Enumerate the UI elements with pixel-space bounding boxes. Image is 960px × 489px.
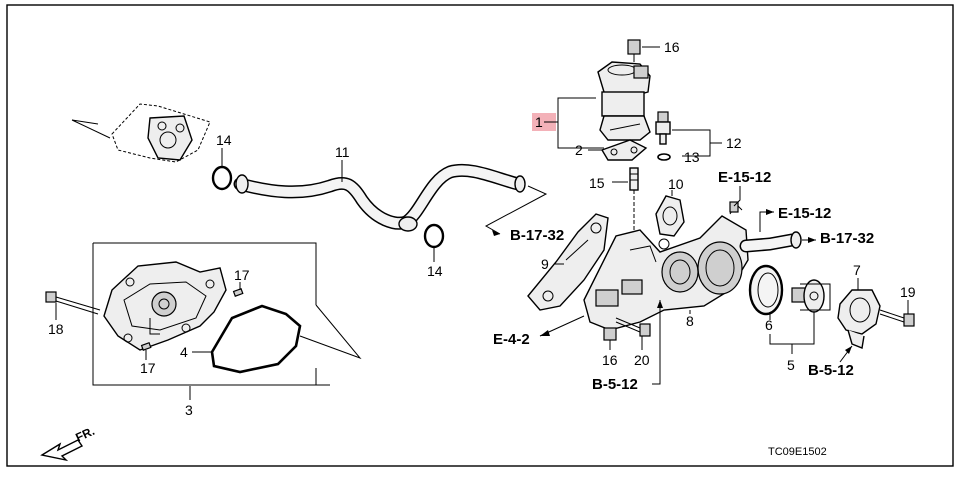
part-number-2: 2 — [575, 142, 583, 158]
part-number-13: 13 — [684, 149, 700, 165]
part-number-14-bottom: 14 — [427, 263, 443, 279]
water-pump-assembly-box: 3 — [92, 242, 362, 418]
egr-gasket-2: 2 — [575, 139, 648, 161]
ref-e-15-12-mid: E-15-12 — [778, 205, 831, 222]
part-number-17-bottom: 17 — [140, 360, 156, 376]
bolt-20: 20 — [615, 317, 651, 368]
dowel-pin-17-top: 17 — [232, 267, 250, 297]
diagram-code: TC09E1502 — [768, 446, 827, 458]
nut-16-lower: 16 — [602, 327, 618, 368]
ref-b-5-12-right: B-5-12 — [808, 362, 854, 379]
part-number-11: 11 — [335, 144, 350, 160]
water-outlet-housing-8: 8 — [583, 215, 749, 331]
o-ring-14-bottom: 14 — [423, 223, 445, 279]
part-number-20: 20 — [634, 352, 650, 368]
ref-e-4-2: E-4-2 — [493, 331, 530, 348]
egr-valve — [597, 61, 651, 141]
part-number-5: 5 — [787, 357, 795, 373]
thermostat-cover-7: 7 — [837, 262, 881, 349]
part-number-12: 12 — [726, 135, 742, 151]
dowel-pin-17-bottom: 17 — [140, 341, 156, 376]
bolt-19: 19 — [879, 284, 916, 327]
part-number-8: 8 — [686, 313, 694, 329]
thermostat — [791, 279, 831, 313]
part-number-18: 18 — [48, 321, 64, 337]
part-number-6: 6 — [765, 317, 773, 333]
part-number-9: 9 — [541, 256, 549, 272]
o-ring-14-top: 14 — [211, 132, 233, 191]
front-direction-label: FR. — [73, 424, 96, 445]
part-number-1: 1 — [535, 114, 543, 130]
part-number-17-top: 17 — [234, 267, 250, 283]
ref-e-15-12-top: E-15-12 — [718, 169, 771, 186]
part-number-4: 4 — [180, 344, 188, 360]
temperature-sensor-12: 12 — [655, 111, 742, 157]
bolt-18: 18 — [45, 291, 101, 337]
ref-b-17-32-left: B-17-32 — [510, 227, 564, 244]
gasket-4: 4 — [180, 304, 302, 374]
bracket-9: 9 — [527, 213, 609, 311]
water-pump — [103, 261, 227, 351]
part-number-10: 10 — [668, 176, 684, 192]
part-number-3: 3 — [185, 402, 193, 418]
water-hose-11: 11 — [233, 144, 526, 232]
diagram-frame — [6, 4, 954, 467]
ref-b-5-12-center: B-5-12 — [592, 376, 638, 393]
thermostat-gasket-6: 6 — [748, 264, 784, 333]
gasket-10: 10 — [655, 176, 685, 237]
part-number-19: 19 — [900, 284, 916, 300]
ref-b-17-32-right: B-17-32 — [820, 230, 874, 247]
part-number-16-top: 16 — [664, 39, 680, 55]
part-number-14-top: 14 — [216, 132, 232, 148]
part-number-7: 7 — [853, 262, 861, 278]
nut-16-top: 16 — [627, 39, 680, 62]
washer-13: 13 — [657, 149, 700, 165]
part-number-15: 15 — [589, 175, 605, 191]
part-number-16-lower: 16 — [602, 352, 618, 368]
engine-bracket-ghost — [71, 103, 211, 163]
bypass-pipe — [729, 201, 802, 253]
front-direction-arrow-icon: FR. — [40, 424, 97, 462]
